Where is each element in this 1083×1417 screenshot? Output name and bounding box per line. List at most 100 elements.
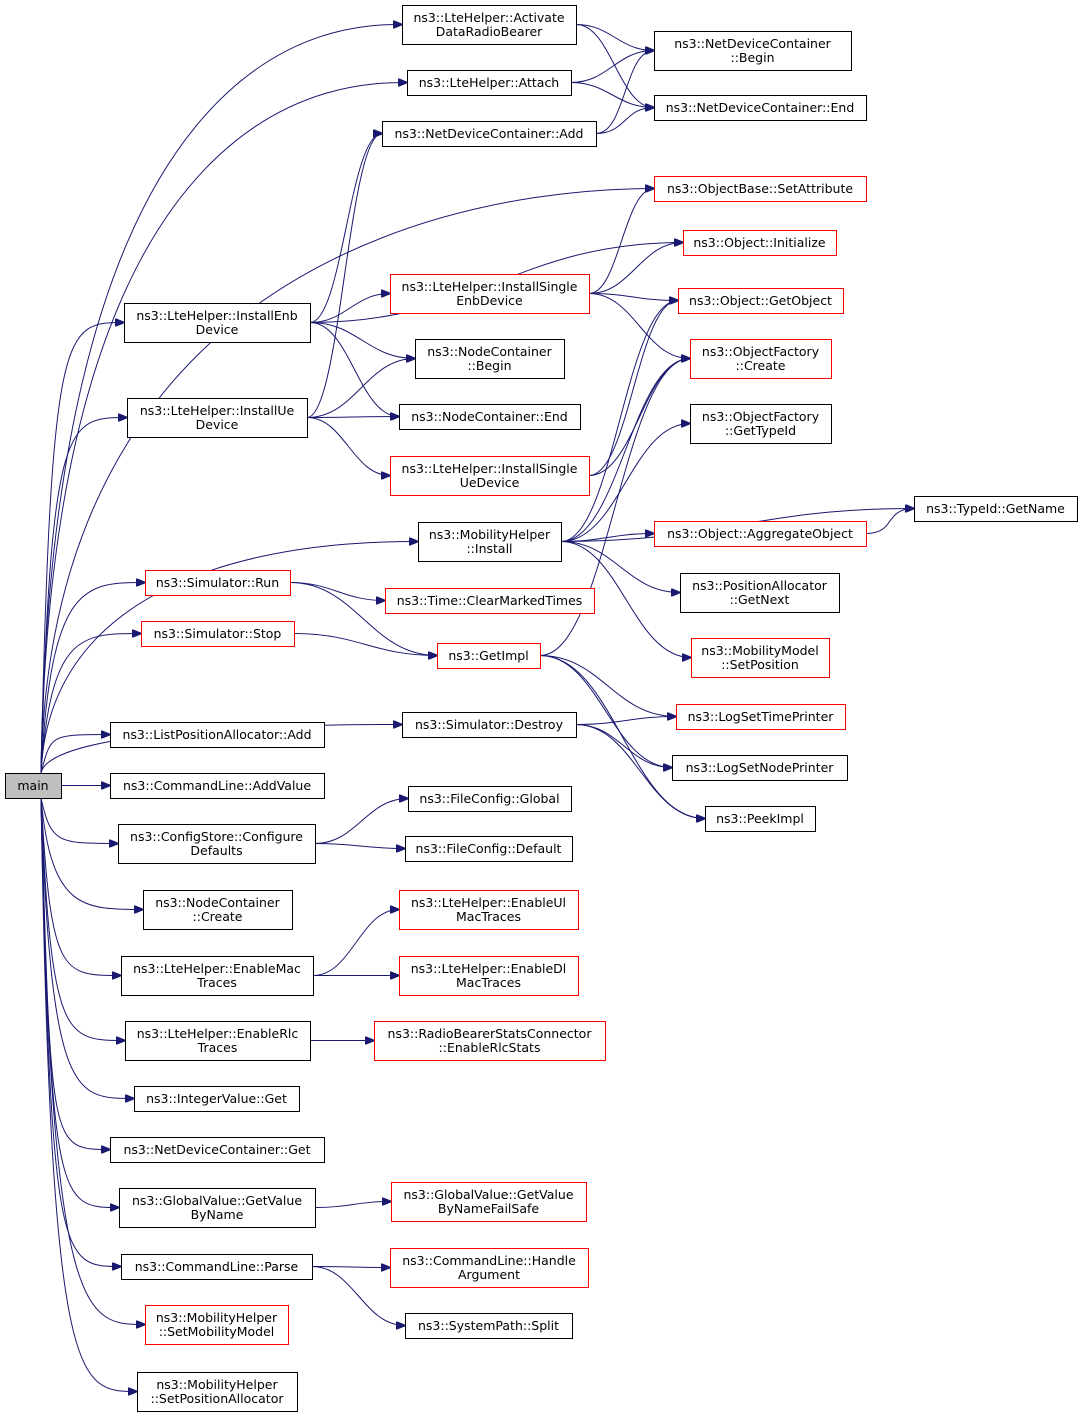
node-mobSetModel[interactable]: ns3::MobilityHelper::SetMobilityModel [145,1305,289,1345]
node-posAllocNext[interactable]: ns3::PositionAllocator::GetNext [680,573,840,613]
node-box[interactable] [405,836,573,862]
node-box[interactable] [914,496,1078,522]
node-box[interactable] [382,121,597,147]
node-cmdAddValue[interactable]: ns3::CommandLine::AddValue [110,773,325,799]
node-box[interactable] [121,1254,313,1280]
node-box[interactable] [119,1188,316,1228]
node-box[interactable] [654,31,852,71]
node-fcDefault[interactable]: ns3::FileConfig::Default [405,836,573,862]
node-box[interactable] [121,956,314,996]
node-box[interactable] [654,176,867,202]
node-objGetObject[interactable]: ns3::Object::GetObject [678,288,844,314]
node-sysSplit[interactable]: ns3::SystemPath::Split [405,1313,573,1339]
node-box[interactable] [399,956,579,996]
node-aggObj[interactable]: ns3::Object::AggregateObject [654,521,867,547]
node-ncBegin[interactable]: ns3::NodeContainer::Begin [415,339,565,379]
node-box[interactable] [385,588,595,614]
node-setAttr[interactable]: ns3::ObjectBase::SetAttribute [654,176,867,202]
node-main[interactable]: main [5,773,62,799]
node-box[interactable] [408,786,572,812]
node-ndcBegin[interactable]: ns3::NetDeviceContainer::Begin [654,31,852,71]
node-box[interactable] [390,274,590,314]
node-box[interactable] [654,521,867,547]
node-box[interactable] [672,755,848,781]
node-intGet[interactable]: ns3::IntegerValue::Get [134,1086,300,1112]
node-box[interactable] [690,404,832,444]
node-box[interactable] [390,1248,589,1288]
node-cmdParse[interactable]: ns3::CommandLine::Parse [121,1254,313,1280]
node-box[interactable] [118,824,316,864]
node-mobSetAlloc[interactable]: ns3::MobilityHelper::SetPositionAllocato… [137,1372,298,1412]
node-box[interactable] [390,456,590,496]
node-box[interactable] [110,773,325,799]
node-objFactCreate[interactable]: ns3::ObjectFactory::Create [690,339,832,379]
node-box[interactable] [127,398,308,438]
node-mobInstall[interactable]: ns3::MobilityHelper::Install [418,522,562,562]
node-box[interactable] [676,704,846,730]
node-fcGlobal[interactable]: ns3::FileConfig::Global [408,786,572,812]
node-box[interactable] [5,773,62,799]
node-simRun[interactable]: ns3::Simulator::Run [145,570,291,596]
node-listPosAdd[interactable]: ns3::ListPositionAllocator::Add [110,722,325,748]
node-mobSetPos[interactable]: ns3::MobilityModel::SetPosition [691,638,830,678]
node-simDestroy[interactable]: ns3::Simulator::Destroy [402,712,577,738]
node-box[interactable] [110,722,325,748]
node-box[interactable] [415,339,565,379]
node-box[interactable] [137,1372,298,1412]
node-ndcAdd[interactable]: ns3::NetDeviceContainer::Add [382,121,597,147]
node-box[interactable] [143,890,293,930]
node-getImpl[interactable]: ns3::GetImpl [437,643,541,669]
node-box[interactable] [680,573,840,613]
node-box[interactable] [399,404,581,430]
node-box[interactable] [399,890,579,930]
node-box[interactable] [691,638,830,678]
node-box[interactable] [683,230,837,256]
node-ndcEnd[interactable]: ns3::NetDeviceContainer::End [654,95,867,121]
node-simStop[interactable]: ns3::Simulator::Stop [141,621,295,647]
node-box[interactable] [402,5,577,45]
node-ncEnd[interactable]: ns3::NodeContainer::End [399,404,581,430]
node-attach[interactable]: ns3::LteHelper::Attach [407,70,572,96]
node-box[interactable] [418,522,562,562]
node-box[interactable] [654,95,867,121]
node-ncCreate[interactable]: ns3::NodeContainer::Create [143,890,293,930]
node-box[interactable] [145,570,291,596]
node-box[interactable] [437,643,541,669]
node-logTime[interactable]: ns3::LogSetTimePrinter [676,704,846,730]
node-objInit[interactable]: ns3::Object::Initialize [683,230,837,256]
node-box[interactable] [705,806,816,832]
node-clearMarked[interactable]: ns3::Time::ClearMarkedTimes [385,588,595,614]
node-box[interactable] [407,70,572,96]
node-logNode[interactable]: ns3::LogSetNodePrinter [672,755,848,781]
node-typeIdName[interactable]: ns3::TypeId::GetName [914,496,1078,522]
node-box[interactable] [405,1313,573,1339]
node-box[interactable] [125,1021,311,1061]
node-box[interactable] [134,1086,300,1112]
node-box[interactable] [391,1182,587,1222]
node-box[interactable] [374,1021,606,1061]
node-box[interactable] [124,303,311,343]
node-rbStats[interactable]: ns3::RadioBearerStatsConnector::EnableRl… [374,1021,606,1061]
node-peekImpl[interactable]: ns3::PeekImpl [705,806,816,832]
node-box[interactable] [141,621,295,647]
node-box[interactable] [690,339,832,379]
node-box[interactable] [145,1305,289,1345]
node-box[interactable] [678,288,844,314]
node-box[interactable] [402,712,577,738]
node-box[interactable] [110,1137,325,1163]
node-objFactTypeId[interactable]: ns3::ObjectFactory::GetTypeId [690,404,832,444]
node-ndcGet[interactable]: ns3::NetDeviceContainer::Get [110,1137,325,1163]
